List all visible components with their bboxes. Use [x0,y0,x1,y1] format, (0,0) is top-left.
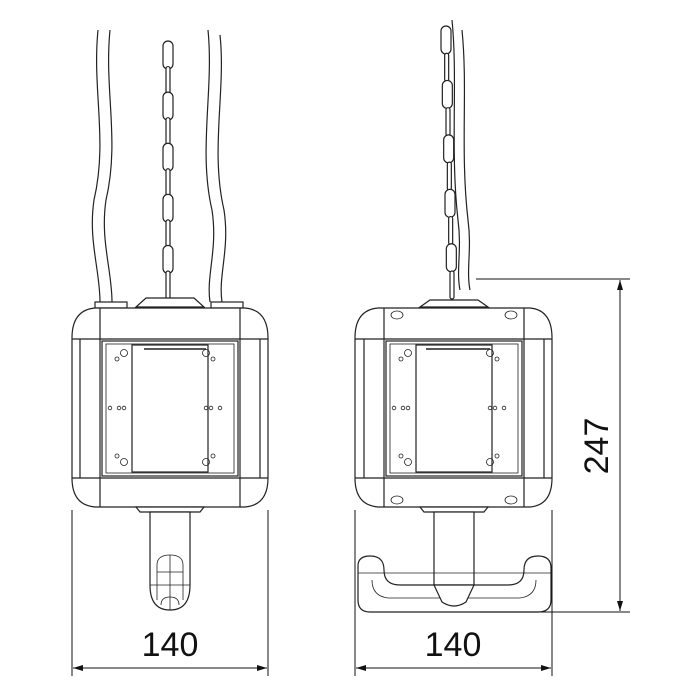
dimension-label: 140 [142,626,199,664]
housing [71,307,269,508]
hole [114,453,120,459]
hole [405,405,411,411]
chain [440,25,457,300]
chain-link [165,168,171,198]
chain-link [441,79,453,110]
hole [501,405,507,411]
hole [210,453,216,459]
screws [107,349,223,466]
chain-link [443,134,455,164]
chain-link [446,161,452,191]
dimension-label: 140 [425,626,482,664]
chain-link [162,91,174,121]
chain-link [445,243,457,273]
screw [202,349,210,357]
screw [404,458,412,466]
side-view [354,19,553,613]
hole [114,356,120,362]
hole [400,405,406,411]
dimension-side-width: 140 [354,510,553,676]
screw [486,458,494,466]
dimension-height: 247 [476,278,630,613]
screw [202,458,210,466]
screws [391,349,507,466]
hole [208,405,214,411]
dimension-label: 247 [578,418,616,475]
chain-mount [134,297,206,308]
hole [116,405,122,411]
hole [121,405,127,411]
cable-gland-right [210,301,244,309]
hole [492,405,498,411]
hole [487,405,493,411]
chain-link [440,25,452,55]
hole [494,453,500,459]
chain-link [165,270,171,300]
handle [134,506,206,611]
cables [91,29,227,303]
dimension-front-width: 140 [71,510,269,676]
front-view [71,29,269,611]
hole [391,405,397,411]
hole [398,356,404,362]
screw [486,349,494,357]
chain-link [448,215,454,246]
chain-link [162,142,174,172]
housing [354,307,553,508]
hole [494,356,500,362]
chain-link [162,40,174,70]
hole [203,405,209,411]
hole [107,405,113,411]
cable-gland-left [94,301,128,309]
screw [120,349,128,357]
hook-stand [357,506,552,613]
chain-link [165,219,171,249]
hole [398,453,404,459]
hole [217,405,223,411]
chain-mount [418,299,490,308]
chain [162,40,174,300]
chain-link [162,193,174,223]
chain-link [449,270,455,300]
chain-link [165,117,171,147]
chain-link [165,65,171,96]
chain-link [162,244,174,275]
socket-plate [131,344,209,473]
screw [120,458,128,466]
chain-link [444,188,456,218]
screw [404,349,412,357]
chain-link [444,52,450,82]
socket-plate [415,344,493,473]
hole [210,356,216,362]
chain-link [445,107,451,137]
